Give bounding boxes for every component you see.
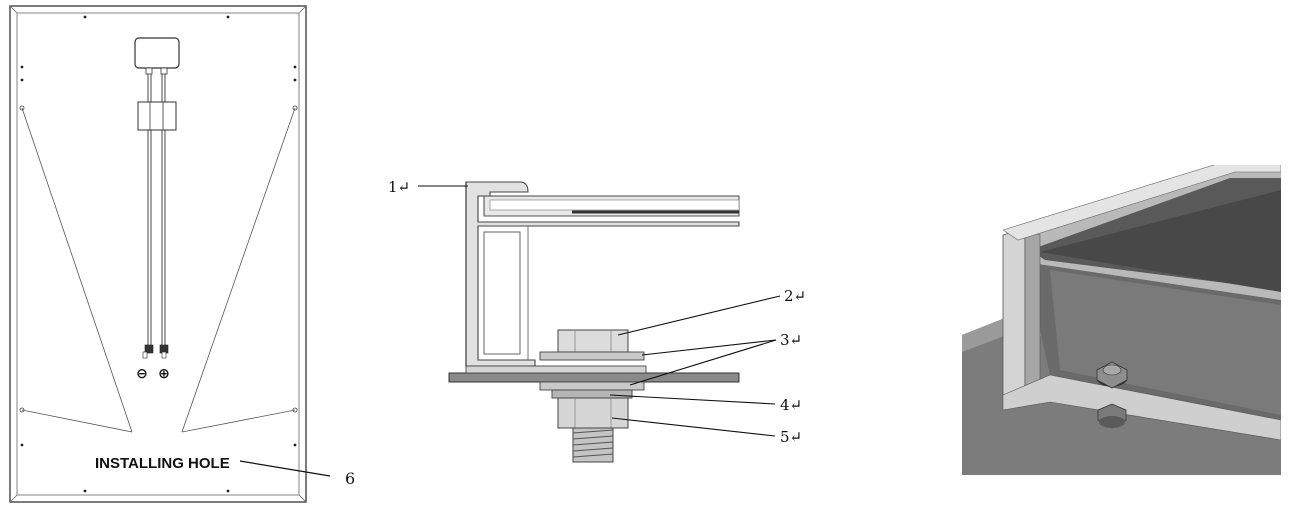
positive-terminal-icon: ⊕ xyxy=(158,365,170,381)
callout-5: 5↵ xyxy=(780,428,802,446)
solar-panel-back-view-icon: ⊖ ⊕ INSTALLING HOLE xyxy=(9,5,331,503)
frame-mounting-3d-view-icon xyxy=(962,165,1281,475)
installing-hole-label: INSTALLING HOLE xyxy=(95,455,230,472)
callout-2: 2↵ xyxy=(784,287,806,305)
callout-3: 3↵ xyxy=(780,331,802,349)
callout-6: 6 xyxy=(345,469,355,488)
callout-1: 1↵ xyxy=(388,178,410,196)
frame-bolt-cross-section-icon xyxy=(418,181,781,463)
callout-4: 4↵ xyxy=(780,396,802,414)
negative-terminal-icon: ⊖ xyxy=(136,365,148,381)
